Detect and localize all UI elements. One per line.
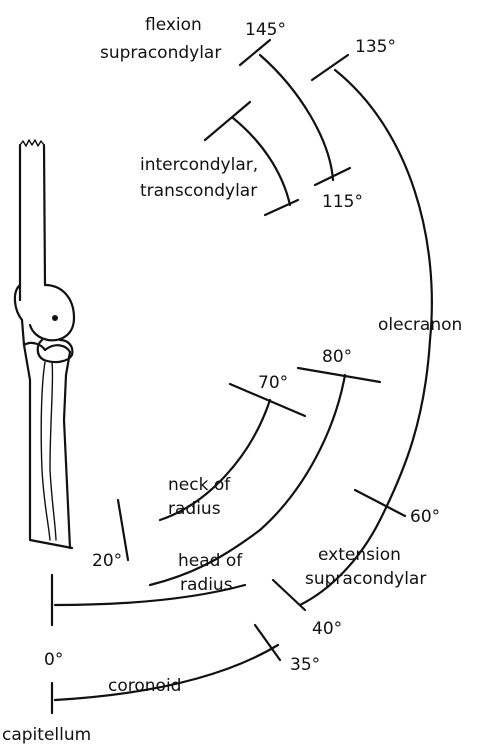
- tick-115b: [265, 200, 298, 215]
- label-transcondylar: transcondylar: [140, 181, 257, 201]
- label-145-degrees: 145°: [245, 20, 286, 40]
- label-60-degrees: 60°: [410, 507, 440, 527]
- condyle-center-dot: [52, 315, 58, 321]
- tick-60: [355, 490, 405, 516]
- tick-80: [298, 368, 380, 382]
- label-80-degrees: 80°: [322, 347, 352, 367]
- radius-head: [38, 340, 73, 362]
- label-70-degrees: 70°: [258, 373, 288, 393]
- label-40-degrees: 40°: [312, 619, 342, 639]
- label-intercondylar: intercondylar,: [140, 155, 258, 175]
- label-flexion: flexion: [145, 15, 202, 35]
- radius-bone: [64, 352, 70, 548]
- label-neck-of: neck of: [168, 475, 231, 495]
- arm-bones-illustration: [15, 140, 74, 548]
- angle-labels: flexion supracondylar 145° 135° intercon…: [2, 15, 462, 745]
- label-head-radius: radius: [180, 575, 233, 595]
- label-135-degrees: 135°: [355, 37, 396, 57]
- label-extension: extension: [318, 545, 401, 565]
- label-olecranon: olecranon: [378, 315, 462, 335]
- angle-ticks: [52, 40, 405, 713]
- humerus-fracture-edge: [20, 140, 44, 146]
- label-capitellum: capitellum: [2, 725, 91, 745]
- label-35-degrees: 35°: [290, 655, 320, 675]
- label-head-of: head of: [178, 551, 243, 571]
- label-115-degrees: 115°: [322, 192, 363, 212]
- label-supracondylar-flexion: supracondylar: [100, 43, 221, 63]
- label-coronoid: coronoid: [108, 676, 181, 696]
- tick-40: [273, 580, 305, 610]
- label-supracondylar-extension: supracondylar: [305, 569, 426, 589]
- label-20-degrees: 20°: [92, 551, 122, 571]
- humerus-shaft: [20, 145, 45, 300]
- forearm-inner-lines: [41, 362, 56, 540]
- tick-intercondylar: [205, 102, 250, 140]
- angle-arcs: [55, 55, 432, 700]
- label-0-degrees: 0°: [44, 650, 63, 670]
- label-neck-radius: radius: [168, 499, 221, 519]
- olecranon-arc: [335, 70, 432, 520]
